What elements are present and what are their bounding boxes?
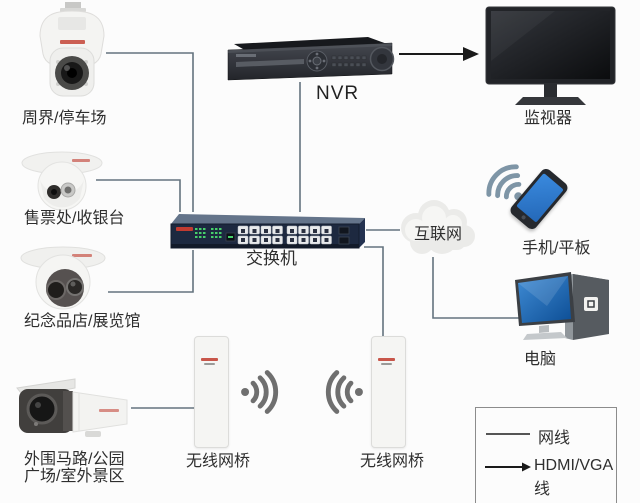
ticket-camera-icon xyxy=(21,151,103,211)
internet-cloud-label: 互联网 xyxy=(413,226,462,243)
legend-hdmi-cable-label: HDMI/VGA线 xyxy=(534,457,614,498)
computer-icon xyxy=(515,272,609,340)
wire-shopcam-to-switch xyxy=(108,250,194,293)
hikvision-logo xyxy=(72,254,92,257)
tower-badge xyxy=(584,297,598,311)
phone-wifi-icon xyxy=(486,164,523,201)
computer-label: 电脑 xyxy=(524,351,557,368)
wire-ticketcam-to-switch xyxy=(96,179,181,212)
hikvision-logo xyxy=(378,358,395,361)
internet-cloud-icon xyxy=(401,200,475,254)
ticket-camera-label: 售票处/收银台 xyxy=(24,210,125,227)
ptz-camera-icon xyxy=(39,2,105,97)
switch-icon xyxy=(170,214,365,249)
hikvision-logo xyxy=(99,409,119,412)
shop-camera-icon xyxy=(20,246,106,310)
nvr-icon xyxy=(227,37,395,81)
hikvision-logo xyxy=(236,54,256,57)
wireless-bridge-right-icon xyxy=(371,336,406,448)
phone-label: 手机/平板 xyxy=(522,240,591,257)
legend: 网线 HDMI/VGA线 xyxy=(475,407,617,503)
uplink-port xyxy=(338,226,350,235)
wireless-bridge-left-label: 无线网桥 xyxy=(186,453,251,470)
wireless-bridge-right-label: 无线网桥 xyxy=(360,453,425,470)
ptz-camera-label: 周界/停车场 xyxy=(22,110,107,127)
phone-home-button xyxy=(520,214,527,221)
bridge-wifi-left-icon xyxy=(325,370,363,414)
wire-switch-to-bridge xyxy=(364,246,384,338)
hikvision-logo xyxy=(72,159,90,162)
switch-label: 交换机 xyxy=(246,249,297,268)
legend-network-cable-sample xyxy=(486,433,530,435)
bridge-model-text xyxy=(204,363,215,365)
wireless-bridge-left-icon xyxy=(194,336,229,448)
bullet-camera-icon xyxy=(16,378,128,437)
nvr-label: NVR xyxy=(316,83,360,104)
legend-hdmi-arrow-sample xyxy=(485,462,531,472)
hikvision-logo xyxy=(60,40,85,44)
shop-camera-label: 纪念品店/展览馆 xyxy=(24,313,141,330)
uplink-port xyxy=(338,236,350,245)
bridge-model-text xyxy=(381,363,392,365)
wire-ptz-to-switch xyxy=(106,52,194,212)
legend-network-cable-label: 网线 xyxy=(538,430,571,447)
monitor-icon xyxy=(485,6,616,105)
bridge-wifi-right-icon xyxy=(241,370,279,414)
hikvision-logo xyxy=(176,227,193,231)
monitor-label: 监视器 xyxy=(524,110,573,127)
hikvision-logo xyxy=(201,358,218,361)
outdoor-camera-label: 外围马路/公园 广场/室外景区 xyxy=(24,451,125,485)
wire-cloud-to-pc xyxy=(432,257,519,319)
